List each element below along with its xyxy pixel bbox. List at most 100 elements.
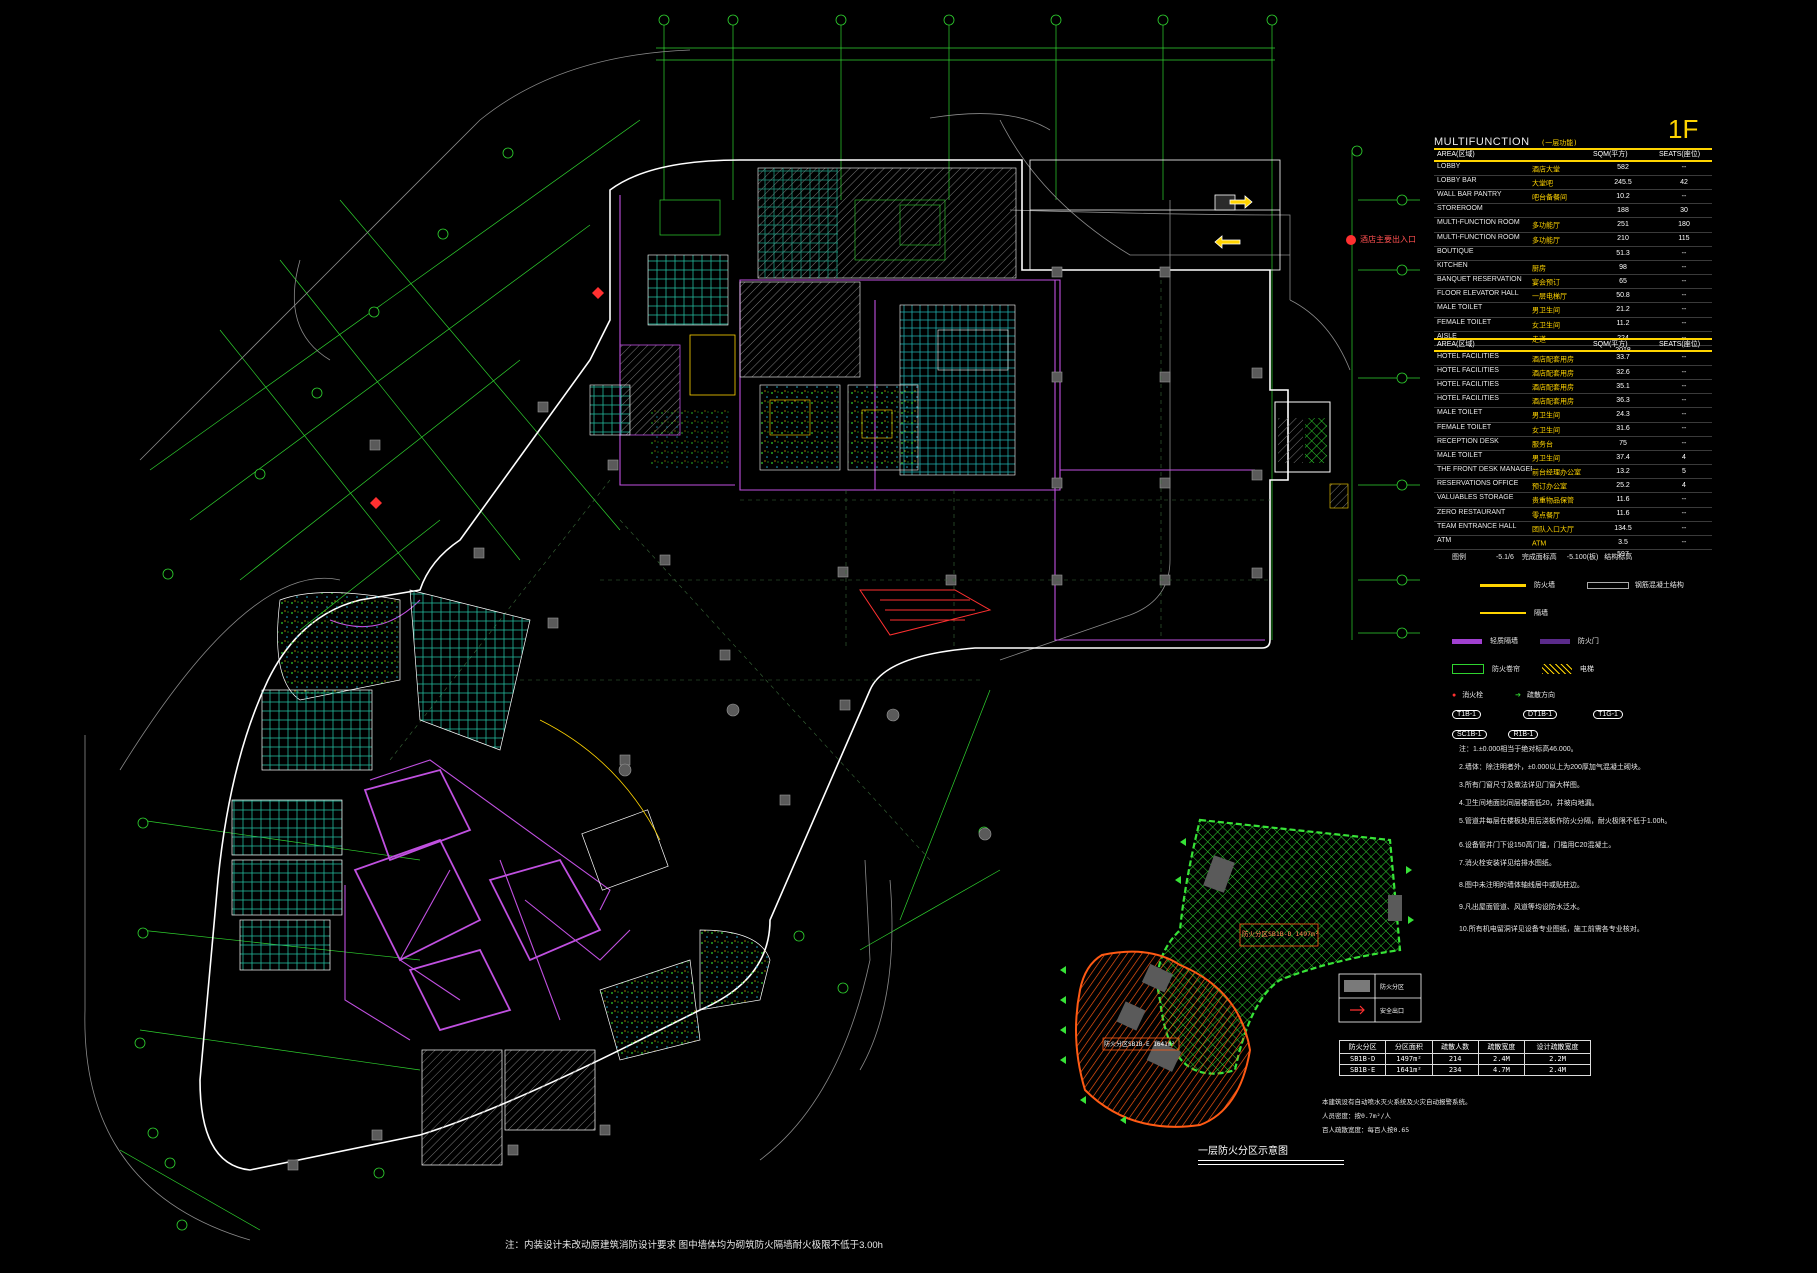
- row-seats: --: [1656, 365, 1712, 380]
- row-sqm: 11.6: [1590, 492, 1656, 508]
- schedule-subtitle: (一层功能): [1541, 139, 1578, 147]
- legend-row-6: ● 消火栓 ➔ 疏散方向: [1452, 690, 1712, 710]
- row-sqm: 24.3: [1590, 407, 1656, 423]
- grid-bubbles: [134, 14, 1408, 1231]
- row-area-en: RECEPTION DESK: [1437, 437, 1499, 445]
- row-seats: --: [1656, 160, 1712, 176]
- legend-label-firewall: 防火墙: [1533, 582, 1555, 589]
- fire-cell: 2.2M: [1524, 1053, 1591, 1065]
- row-seats: 30: [1656, 203, 1712, 219]
- legend-level-2: -5.100(板): [1566, 554, 1599, 561]
- row-area-name: MULTI-FUNCTION ROOM多功能厅: [1434, 217, 1590, 233]
- row-area-en: THE FRONT DESK MANAGER'S OFFICE: [1437, 466, 1532, 474]
- legend-level-1: -5.1/6: [1495, 554, 1514, 561]
- legend-title: 图例: [1452, 554, 1466, 561]
- row-area-name: RESERVATIONS OFFICE预订办公室: [1434, 478, 1590, 494]
- row-seats: --: [1656, 274, 1712, 290]
- row-seats: --: [1656, 288, 1712, 304]
- row-seats: --: [1656, 379, 1712, 395]
- entrance-label: 酒店主要出入口: [1360, 235, 1416, 244]
- row-area-cn: 零点餐厅: [1532, 512, 1560, 520]
- note-line: 5.管道井每层在楼板处用后浇板作防火分隔，耐火极限不低于1.00h。: [1459, 818, 1672, 825]
- east-curve: [539, 719, 661, 841]
- header-seats: SEATS(座位): [1656, 338, 1712, 352]
- row-seats: --: [1656, 302, 1712, 318]
- row-seats: --: [1656, 535, 1712, 551]
- schedule-total-row: 597: [1434, 550, 1712, 560]
- legend-tag-4: SC1B-1: [1452, 730, 1487, 739]
- legend-row-1: 图例 -5.1/6 完成面标高 -5.100(板) 结构标高: [1452, 552, 1712, 580]
- row-sqm: 251: [1590, 217, 1656, 233]
- row-area-name: LOBBY酒店大堂: [1434, 160, 1590, 176]
- row-area-en: MULTI-FUNCTION ROOM: [1437, 219, 1520, 227]
- exit-arrow-icon: ➔: [1515, 692, 1522, 699]
- row-area-cn: 团队入口大厅: [1532, 526, 1574, 534]
- row-area-en: RESERVATIONS OFFICE: [1437, 480, 1519, 488]
- site-road-lines: [84, 49, 1351, 1241]
- row-sqm: 210: [1590, 232, 1656, 247]
- legend-label-partition: 隔墙: [1533, 610, 1548, 617]
- row-seats: --: [1656, 260, 1712, 276]
- row-area-name: BOUTIQUE: [1434, 246, 1590, 261]
- legend-label-rc: 钢筋混凝土结构: [1634, 582, 1684, 589]
- row-sqm: 21.2: [1590, 302, 1656, 318]
- fire-th: 分区面积: [1385, 1040, 1433, 1054]
- fire-th: 疏散人数: [1431, 1040, 1479, 1054]
- fire-title-underline: [1198, 1160, 1344, 1165]
- schedule-row: THE FRONT DESK MANAGER'S OFFICE前台经理办公室13…: [1434, 464, 1712, 480]
- fire-zone-diagram: [1060, 818, 1422, 1128]
- legend-label-light-partition: 轻质隔墙: [1489, 638, 1518, 645]
- row-area-cn: 酒店配套用房: [1532, 370, 1574, 378]
- row-area-name: HOTEL FACILITIES酒店配套用房: [1434, 365, 1590, 380]
- row-area-name: ZERO RESTAURANT零点餐厅: [1434, 507, 1590, 522]
- row-seats: --: [1656, 492, 1712, 508]
- legend-row-3: 隔墙: [1452, 608, 1712, 636]
- fire-cell: 214: [1431, 1053, 1479, 1065]
- note-line: 10.所有机电留洞详见设备专业图纸，施工前需各专业核对。: [1459, 926, 1644, 933]
- note-line: 9.凡出屋面管道、风道等均设防水泛水。: [1459, 904, 1584, 911]
- row-sqm: 31.6: [1590, 422, 1656, 437]
- row-area-cn: 男卫生间: [1532, 308, 1560, 316]
- row-seats: 115: [1656, 232, 1712, 247]
- fire-diagram-title: 一层防火分区示意图: [1198, 1146, 1288, 1157]
- row-seats: --: [1656, 189, 1712, 205]
- fire-th: 设计疏散宽度: [1524, 1040, 1591, 1054]
- fire-cell: 4.7M: [1477, 1064, 1526, 1076]
- row-area-en: BOUTIQUE: [1437, 247, 1474, 255]
- row-sqm: 98: [1590, 260, 1656, 276]
- fire-cell: 234: [1431, 1064, 1479, 1076]
- fire-note: 本建筑设有自动喷水灭火系统及火灾自动报警系统。: [1322, 1098, 1472, 1106]
- row-sqm: 50.8: [1590, 288, 1656, 304]
- row-area-cn: 吧台备餐间: [1532, 194, 1567, 202]
- row-sqm: 134.5: [1590, 521, 1656, 537]
- legend-elevator-swatch: [1541, 664, 1572, 675]
- note-line: 7.消火栓安装详见给排水图纸。: [1459, 860, 1556, 867]
- row-area-name: HOTEL FACILITIES酒店配套用房: [1434, 350, 1590, 366]
- row-seats: --: [1656, 350, 1712, 366]
- row-area-cn: 酒店配套用房: [1532, 356, 1574, 364]
- floor-label: 1F: [1668, 114, 1699, 144]
- legend-tag-5: R1B-1: [1508, 730, 1539, 739]
- row-area-en: FEMALE TOILET: [1437, 318, 1492, 326]
- row-sqm: 65: [1590, 274, 1656, 290]
- row-area-name: HOTEL FACILITIES酒店配套用房: [1434, 379, 1590, 395]
- fire-th: 疏散宽度: [1477, 1040, 1526, 1054]
- row-sqm: 11.2: [1590, 317, 1656, 332]
- header-area: AREA(区域): [1434, 338, 1590, 352]
- row-area-en: MALE TOILET: [1437, 451, 1483, 459]
- row-area-name: MALE TOILET男卫生间: [1434, 450, 1590, 466]
- legend-row-5: 防火卷帘 电梯: [1452, 664, 1712, 690]
- row-area-name: HOTEL FACILITIES酒店配套用房: [1434, 393, 1590, 409]
- row-area-name: RECEPTION DESK服务台: [1434, 436, 1590, 451]
